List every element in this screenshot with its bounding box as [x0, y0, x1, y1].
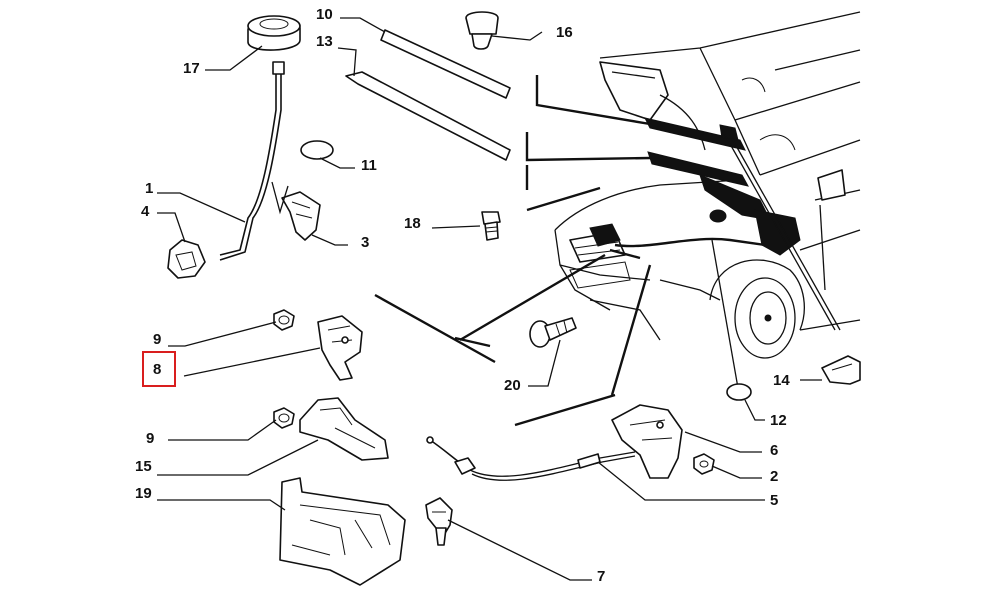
part-11-ring — [300, 140, 355, 169]
callout-label-17: 17 — [183, 60, 200, 77]
callout-label-1: 1 — [145, 180, 154, 197]
callout-label-12: 12 — [770, 412, 787, 429]
callout-label-9-upper: 9 — [153, 331, 162, 348]
callout-label-13: 13 — [316, 33, 333, 50]
callout-label-16: 16 — [556, 24, 573, 41]
part-16-plug — [465, 11, 543, 50]
part-10-seal — [340, 17, 511, 99]
callout-label-11: 11 — [361, 157, 377, 174]
callout-label-20: 20 — [504, 377, 521, 394]
part-13-seal — [337, 47, 511, 161]
highlight-box-8 — [142, 351, 176, 387]
callout-label-4: 4 — [141, 203, 150, 220]
part-12-grommet — [726, 383, 765, 421]
part-9-nut-upper — [168, 309, 295, 347]
callout-label-6: 6 — [770, 442, 779, 459]
callout-label-18: 18 — [404, 215, 421, 232]
part-14-bracket — [800, 355, 861, 385]
part-6-lever — [611, 404, 762, 479]
part-7-clip — [425, 497, 592, 581]
callout-label-2: 2 — [770, 468, 779, 485]
vehicle-outline — [554, 11, 861, 359]
part-8-latch — [183, 315, 363, 381]
callout-label-7: 7 — [597, 568, 606, 585]
part-15-bracket — [157, 397, 389, 476]
callout-label-19: 19 — [135, 485, 152, 502]
part-18-bolt — [431, 211, 501, 241]
part-1-hood-rod — [157, 61, 285, 261]
part-4-clip — [157, 212, 206, 279]
callout-label-9-lower: 9 — [146, 430, 155, 447]
callout-label-3: 3 — [361, 234, 370, 251]
callout-label-14: 14 — [773, 372, 790, 389]
callout-label-5: 5 — [770, 492, 779, 509]
part-17-cap — [205, 15, 301, 71]
part-5-cable — [426, 436, 765, 501]
part-2-nut — [693, 453, 762, 479]
part-3-bracket — [271, 181, 348, 246]
callout-label-10: 10 — [316, 6, 333, 23]
part-19-shield — [157, 477, 406, 586]
callout-label-8: 8 — [153, 361, 162, 378]
part-20-pin — [528, 317, 577, 387]
callout-label-15: 15 — [135, 458, 152, 475]
part-9-nut-lower — [168, 407, 295, 441]
callout-connectors — [374, 75, 739, 427]
